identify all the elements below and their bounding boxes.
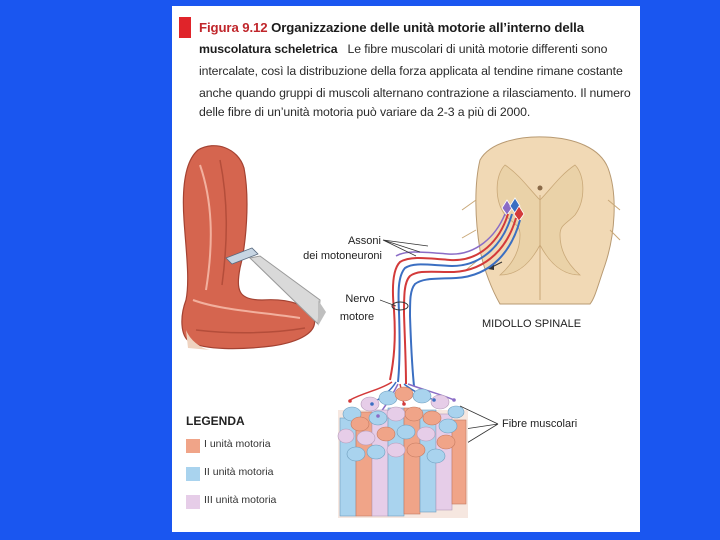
muscle-fibre-bundle — [338, 387, 468, 518]
label-assoni: Assoni — [335, 234, 381, 248]
legend-swatch-1 — [186, 439, 200, 453]
legend-swatch-3 — [186, 495, 200, 509]
legend-title: LEGENDA — [186, 414, 245, 428]
label-nervo: Nervo — [343, 292, 377, 306]
legend-swatch-2 — [186, 467, 200, 481]
legend-label-2: II unità motoria — [204, 466, 273, 478]
spinal-cord — [462, 137, 620, 304]
label-motore: motore — [337, 310, 377, 324]
legend-label-1: I unità motoria — [204, 438, 271, 450]
label-fibre-muscolari: Fibre muscolari — [502, 417, 577, 431]
legend-label-3: III unità motoria — [204, 494, 276, 506]
label-dei-motoneuroni: dei motoneuroni — [292, 249, 382, 263]
legend: LEGENDA I unità motoria II unità motoria… — [178, 406, 268, 516]
label-midollo-spinale: MIDOLLO SPINALE — [482, 317, 581, 331]
arm-illustration — [182, 146, 326, 350]
